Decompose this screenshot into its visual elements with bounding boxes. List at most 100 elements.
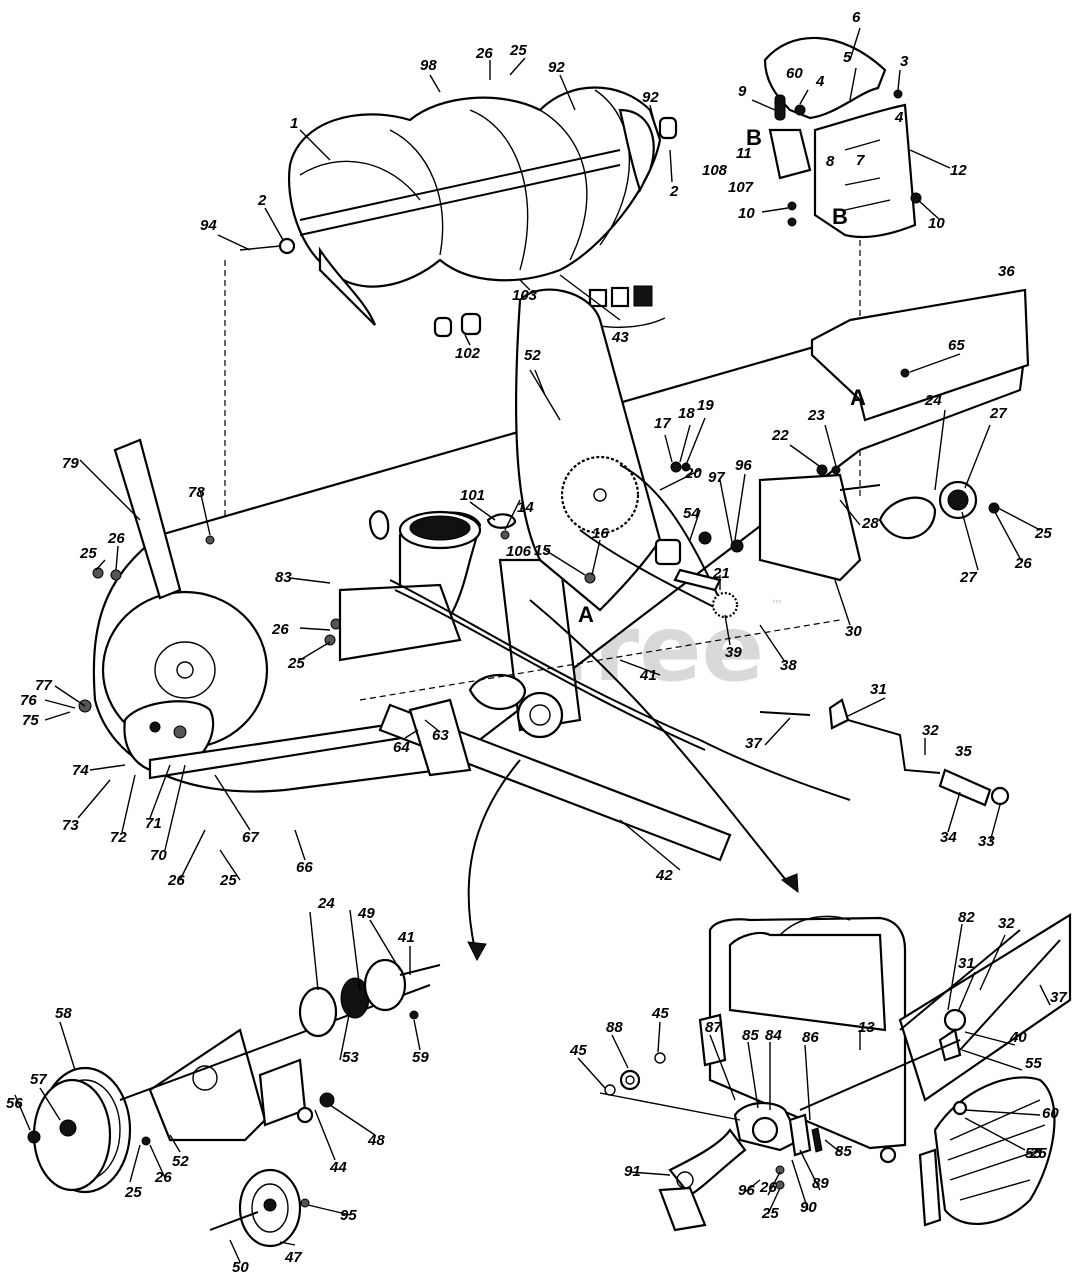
callout-45: 45	[569, 1042, 587, 1059]
callout-78: 78	[188, 484, 205, 501]
callout-41: 41	[397, 929, 415, 946]
pulley-detail	[27, 958, 441, 1248]
callout-43: 43	[611, 329, 629, 346]
callout-52: 52	[172, 1153, 189, 1170]
callout-86: 86	[802, 1029, 819, 1046]
callout-44: 44	[329, 1159, 347, 1176]
callout-26: 26	[154, 1169, 172, 1186]
callout-31: 31	[958, 955, 975, 972]
callout-74: 74	[72, 762, 89, 779]
callout-108: 108	[702, 162, 728, 179]
callout-63: 63	[432, 727, 449, 744]
callout-27: 27	[959, 569, 977, 586]
callout-22: 22	[771, 427, 789, 444]
reference-mark-a: A	[578, 602, 594, 627]
callout-59: 59	[412, 1049, 429, 1066]
callout-95: 95	[340, 1207, 357, 1224]
callout-31: 31	[870, 681, 887, 698]
callout-25: 25	[79, 545, 97, 562]
callout-8: 8	[826, 153, 835, 170]
callout-71: 71	[145, 815, 162, 832]
callout-85: 85	[742, 1027, 759, 1044]
callout-56: 56	[6, 1095, 23, 1112]
callout-1: 1	[290, 115, 298, 132]
callout-14: 14	[517, 499, 534, 516]
callout-24: 24	[317, 895, 335, 912]
callout-24: 24	[924, 392, 942, 409]
callout-7: 7	[856, 152, 865, 169]
callout-87: 87	[705, 1019, 722, 1036]
callout-25: 25	[219, 872, 237, 889]
callout-90: 90	[800, 1199, 817, 1216]
callout-15: 15	[534, 542, 551, 559]
callout-11: 11	[736, 145, 752, 162]
callout-58: 58	[55, 1005, 72, 1022]
drive-sprocket-chain	[486, 455, 744, 619]
callout-25: 25	[287, 655, 305, 672]
auger-assembly	[224, 86, 678, 640]
callout-97: 97	[708, 469, 725, 486]
callout-32: 32	[922, 722, 939, 739]
callout-48: 48	[367, 1132, 385, 1149]
callout-103: 103	[512, 287, 538, 304]
callout-60: 60	[1042, 1105, 1059, 1122]
callout-76: 76	[20, 692, 37, 709]
callout-88: 88	[606, 1019, 623, 1036]
callout-79: 79	[62, 455, 79, 472]
bearing-bracket	[758, 464, 1000, 582]
callout-77: 77	[35, 677, 52, 694]
callout-labels: 1 2 2 3 4 4 5 6 7 8 9 10 10 11 12 13 14 …	[6, 9, 1067, 1276]
callout-25: 25	[761, 1205, 779, 1222]
callout-98: 98	[420, 57, 437, 74]
callout-13: 13	[858, 1019, 875, 1036]
callout-55: 55	[1025, 1055, 1042, 1072]
callout-2: 2	[669, 183, 679, 200]
callout-82: 82	[958, 909, 975, 926]
callout-60: 60	[786, 65, 803, 82]
callout-19: 19	[697, 397, 714, 414]
callout-26: 26	[759, 1179, 777, 1196]
callout-50: 50	[232, 1259, 249, 1276]
callout-96: 96	[735, 457, 752, 474]
callout-54: 54	[683, 505, 700, 522]
callout-26: 26	[167, 872, 185, 889]
callout-57: 57	[30, 1071, 47, 1088]
callout-84: 84	[765, 1027, 782, 1044]
callout-85: 85	[835, 1143, 852, 1160]
leader-lines	[14, 27, 1051, 1263]
callout-65: 65	[948, 337, 965, 354]
chute-crank	[759, 698, 1010, 807]
callout-10: 10	[928, 215, 945, 232]
reference-mark-a: A	[850, 385, 866, 410]
callout-73: 73	[62, 817, 79, 834]
callout-37: 37	[1050, 989, 1067, 1006]
callout-10: 10	[738, 205, 755, 222]
callout-25: 25	[124, 1184, 142, 1201]
callout-27: 27	[989, 405, 1007, 422]
callout-32: 32	[998, 915, 1015, 932]
callout-26: 26	[271, 621, 289, 638]
callout-41: 41	[639, 667, 657, 684]
callout-5: 5	[843, 49, 852, 66]
callout-83: 83	[275, 569, 292, 586]
callout-67: 67	[242, 829, 259, 846]
callout-49: 49	[357, 905, 375, 922]
callout-26: 26	[107, 530, 125, 547]
callout-35: 35	[955, 743, 972, 760]
callout-39: 39	[725, 644, 742, 661]
callout-9: 9	[738, 83, 747, 100]
callout-106: 106	[506, 543, 532, 560]
callout-66: 66	[296, 859, 313, 876]
callout-107: 107	[728, 179, 754, 196]
callout-64: 64	[393, 739, 410, 756]
callout-40: 40	[1009, 1029, 1027, 1046]
callout-25: 25	[1029, 1145, 1047, 1162]
callout-4: 4	[815, 73, 825, 90]
reference-mark-b: B	[746, 125, 762, 150]
callout-36: 36	[998, 263, 1015, 280]
callout-72: 72	[110, 829, 127, 846]
reference-mark-b: B	[832, 204, 848, 229]
drive-belt	[359, 579, 851, 862]
callout-3: 3	[900, 53, 909, 70]
callout-94: 94	[200, 217, 217, 234]
